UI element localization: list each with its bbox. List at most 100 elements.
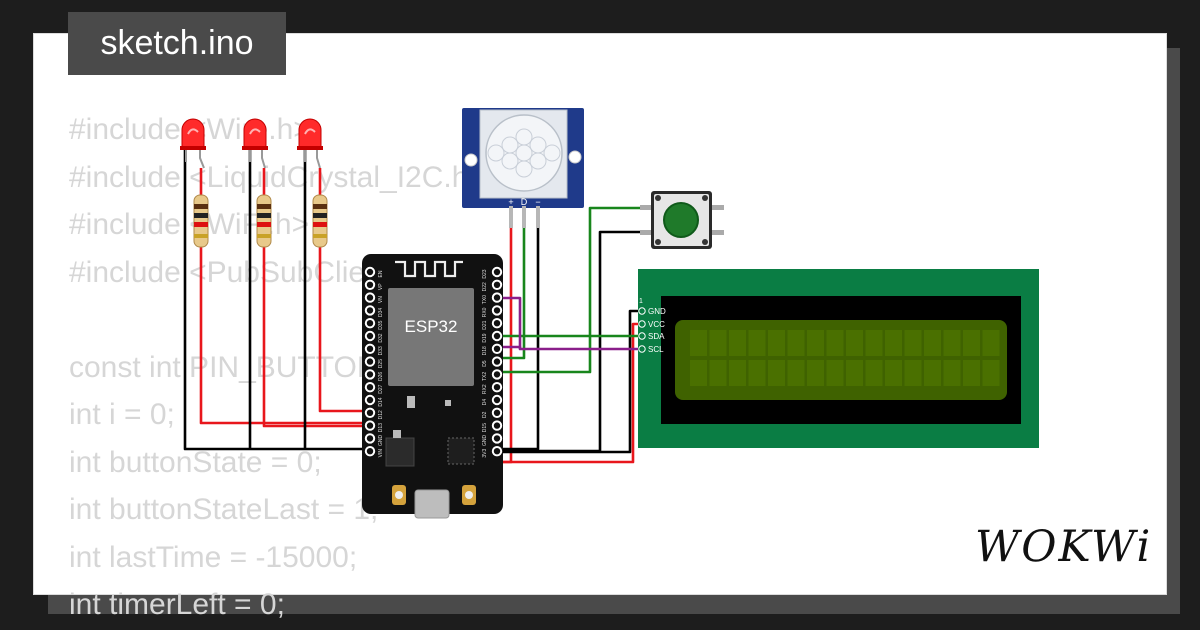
red-led-2[interactable] bbox=[242, 118, 268, 169]
esp32-pin-label: GND bbox=[378, 434, 384, 446]
lcd-cell bbox=[924, 360, 941, 386]
esp32-pin-right bbox=[491, 420, 503, 431]
lcd-cell bbox=[787, 360, 805, 386]
code-line: int timerLeft = 0; bbox=[69, 588, 285, 621]
esp32-pin-right bbox=[491, 279, 503, 290]
esp32-pin-left bbox=[364, 446, 376, 457]
code-line: #include <LiquidCrystal_I2C.h> bbox=[69, 160, 486, 194]
lcd-cell bbox=[846, 330, 863, 356]
esp32-pin-left bbox=[364, 407, 376, 418]
esp32-devkit-board[interactable]: ESP32 ENVPVND34D35D32D33D25D26D27D14D12D… bbox=[362, 254, 503, 519]
lcd-cell bbox=[865, 360, 883, 386]
esp32-pin-label: RX0 bbox=[482, 307, 488, 317]
esp32-pin-left bbox=[364, 343, 376, 354]
button-cap bbox=[663, 202, 699, 238]
lcd-cell bbox=[826, 360, 844, 386]
esp32-pin-label: D2 bbox=[482, 411, 488, 418]
esp32-pin-left bbox=[364, 356, 376, 367]
lcd-cell bbox=[748, 330, 766, 356]
esp32-pin-label: D13 bbox=[378, 423, 384, 432]
lcd-cell bbox=[885, 330, 902, 356]
esp32-pins bbox=[364, 266, 503, 457]
lcd-cell bbox=[982, 330, 1000, 356]
pir-motion-sensor[interactable]: + D − bbox=[462, 108, 584, 228]
esp32-pin-label: D19 bbox=[482, 333, 488, 342]
lcd-cell bbox=[846, 360, 863, 386]
code-preview: #include <Wire.h>#include <LiquidCrystal… bbox=[69, 106, 486, 629]
lcd-cell bbox=[982, 360, 1000, 386]
wire-led3-signal bbox=[318, 246, 370, 413]
usb-port bbox=[414, 489, 450, 519]
esp32-pin-label: D27 bbox=[378, 384, 384, 393]
esp32-pin-label: TX0 bbox=[482, 295, 488, 304]
red-led-1[interactable] bbox=[180, 118, 206, 169]
lcd-cell bbox=[748, 360, 766, 386]
wire-lcd-gnd bbox=[497, 309, 642, 454]
esp32-pin-left bbox=[364, 394, 376, 406]
esp32-pin-label: VN bbox=[378, 296, 384, 303]
esp32-pin-label: D35 bbox=[378, 320, 384, 329]
esp32-pin-left bbox=[364, 330, 376, 342]
lcd-character-cells bbox=[690, 330, 1000, 386]
lcd-cell bbox=[943, 330, 961, 356]
lcd-pin-vcc-label: VCC bbox=[648, 320, 665, 329]
lcd-cell bbox=[865, 330, 883, 356]
resistor-3[interactable] bbox=[312, 168, 328, 248]
esp32-pin-left bbox=[364, 292, 376, 303]
pir-dome-pattern bbox=[487, 128, 561, 178]
esp32-pin-label: D15 bbox=[482, 423, 488, 432]
esp32-pin-label: GND bbox=[482, 434, 488, 446]
esp32-pin-right bbox=[491, 266, 503, 278]
esp32-pin-label: D25 bbox=[378, 359, 384, 368]
esp32-pin-right bbox=[491, 433, 503, 444]
esp32-pin-labels: ENVPVND34D35D32D33D25D26D27D14D12D13GNDV… bbox=[378, 269, 488, 457]
push-button[interactable] bbox=[640, 191, 724, 249]
wokwi-logo: WOKWi bbox=[975, 522, 1153, 572]
lcd-cell bbox=[924, 330, 941, 356]
esp32-pin-label: TX2 bbox=[482, 372, 488, 381]
wire-led2-signal bbox=[262, 246, 366, 428]
sketch-title: sketch.ino bbox=[68, 12, 286, 75]
esp32-pin-label: D32 bbox=[378, 333, 384, 342]
wire-button-signal bbox=[497, 206, 652, 374]
esp32-pin-right bbox=[491, 343, 503, 354]
lcd-cell bbox=[904, 360, 922, 386]
esp32-pin-label: D5 bbox=[482, 360, 488, 367]
lcd-cell bbox=[729, 330, 746, 356]
red-led-3[interactable] bbox=[297, 118, 323, 169]
lcd-cell bbox=[768, 360, 785, 386]
esp32-pin-left bbox=[364, 433, 376, 444]
esp32-pin-right bbox=[491, 369, 503, 380]
wire-pir-signal bbox=[497, 204, 526, 360]
esp32-pin-right bbox=[491, 305, 503, 316]
esp32-pin-label: D34 bbox=[378, 308, 384, 317]
esp32-pin-left bbox=[364, 369, 376, 380]
esp32-pin-label: D33 bbox=[378, 346, 384, 355]
lcd-cell bbox=[963, 330, 980, 356]
esp32-pin-label: D26 bbox=[378, 372, 384, 381]
esp32-pin-label: D18 bbox=[482, 346, 488, 355]
esp32-pin-label: VIN bbox=[378, 449, 384, 458]
wire-led1-signal bbox=[199, 246, 370, 425]
esp32-pin-label: RX2 bbox=[482, 384, 488, 394]
wire-led1-gnd bbox=[183, 148, 370, 451]
esp32-label: ESP32 bbox=[405, 317, 458, 336]
resistor-2[interactable] bbox=[256, 168, 272, 248]
esp32-pin-label: D21 bbox=[482, 320, 488, 329]
esp32-pin-right bbox=[491, 330, 503, 342]
esp32-pin-right bbox=[491, 356, 503, 367]
esp32-pin-left bbox=[364, 382, 376, 393]
pir-pin-gnd-label: − bbox=[535, 197, 540, 207]
esp32-pin-right bbox=[491, 446, 503, 457]
esp32-pin-right bbox=[491, 394, 503, 406]
esp32-pin-left bbox=[364, 420, 376, 431]
resistor-1[interactable] bbox=[193, 168, 209, 248]
wire-pir-gnd bbox=[497, 204, 540, 451]
esp32-pin-label: EN bbox=[378, 270, 384, 277]
lcd-1602-display[interactable]: 1 GND VCC SDA SCL bbox=[638, 269, 1039, 448]
lcd-cell bbox=[943, 360, 961, 386]
lcd-cell bbox=[885, 360, 902, 386]
esp32-pin-left bbox=[364, 279, 376, 290]
esp32-pin-label: VP bbox=[378, 283, 384, 290]
